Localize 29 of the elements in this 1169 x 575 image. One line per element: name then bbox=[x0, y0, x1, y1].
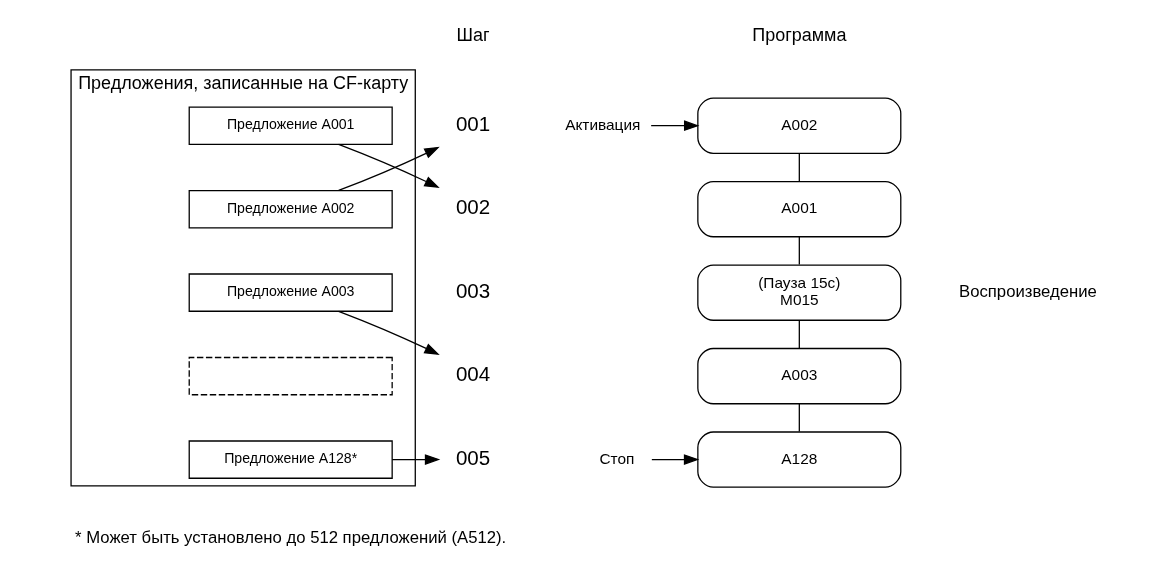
node-text: 004 bbox=[455, 362, 491, 386]
node-text: 005 bbox=[455, 445, 491, 469]
arrow bbox=[338, 310, 440, 356]
node-box: A128 bbox=[697, 431, 902, 488]
node-box: A003 bbox=[697, 347, 902, 405]
label: * Может быть установлено до 512 предложений (A512). bbox=[75, 527, 507, 547]
node-box: Предложение A128* bbox=[188, 440, 393, 479]
node-box: A001 bbox=[697, 180, 902, 238]
node-text: 003 bbox=[455, 278, 491, 302]
node-text: Активация bbox=[565, 115, 641, 133]
arrow bbox=[391, 454, 441, 465]
node-box: Предложение A003 bbox=[188, 273, 393, 312]
label: Программа bbox=[752, 25, 847, 46]
node-box: (Пауза 15с) M015 bbox=[697, 264, 902, 321]
arrow bbox=[650, 120, 700, 132]
connector bbox=[798, 319, 800, 349]
node-box: Предложение A002 bbox=[188, 189, 393, 229]
connector bbox=[798, 236, 800, 266]
node-box bbox=[188, 356, 393, 396]
connector bbox=[798, 152, 800, 182]
node-box: A002 bbox=[697, 97, 902, 154]
node-text: 002 bbox=[455, 195, 491, 219]
node-box: Предложение A001 bbox=[188, 106, 393, 145]
node-text: 001 bbox=[455, 111, 491, 135]
node-text: Стоп bbox=[599, 449, 635, 467]
connector bbox=[798, 403, 800, 433]
label: Воспроизведение bbox=[959, 282, 1097, 301]
label: Шаг bbox=[456, 25, 490, 46]
arrow bbox=[651, 454, 700, 465]
